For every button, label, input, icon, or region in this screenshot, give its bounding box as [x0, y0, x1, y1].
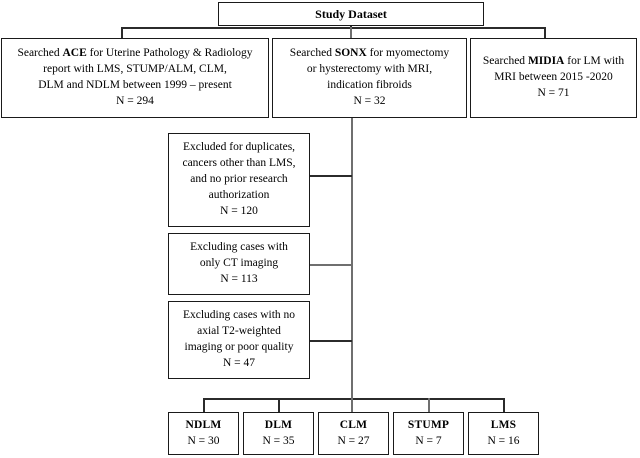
ace-line-2: report with LMS, STUMP/ALM, CLM, — [43, 63, 227, 76]
exclusion-3-line-1: Excluding cases with no — [182, 309, 296, 322]
connector-exclusion-2 — [310, 264, 352, 266]
outcome-ndlm-label: NDLM — [185, 418, 222, 431]
outcome-lms-label: LMS — [490, 418, 517, 431]
midia-line-1: Searched MIDIA for LM with — [482, 55, 625, 68]
study-dataset-box[interactable]: Study Dataset — [218, 2, 484, 26]
outcome-clm-label: CLM — [339, 418, 368, 431]
midia-line-2: MRI between 2015 -2020 — [494, 71, 613, 84]
exclusion-1-line-2: cancers other than LMS, — [182, 157, 296, 170]
outcome-lms-count: N = 16 — [487, 434, 520, 447]
exclusion-3-count: N = 47 — [222, 356, 256, 369]
connector-top-bus — [121, 27, 545, 29]
connector-bus-to-dlm — [278, 398, 280, 412]
sonx-source-box[interactable]: Searched SONX for myomectomy or hysterec… — [272, 38, 467, 118]
outcome-dlm-count: N = 35 — [262, 434, 295, 447]
connector-bus-to-lms — [503, 398, 505, 412]
ace-source-box[interactable]: Searched ACE for Uterine Pathology & Rad… — [1, 38, 269, 118]
ace-count: N = 294 — [116, 94, 154, 107]
connector-exclusion-3 — [310, 340, 352, 342]
connector-outcome-bus — [203, 398, 503, 400]
connector-bus-to-stump — [428, 398, 430, 412]
connector-spine-main — [351, 117, 353, 398]
outcome-clm-box[interactable]: CLM N = 27 — [318, 412, 389, 455]
exclusion-no-axial-t2-box[interactable]: Excluding cases with no axial T2-weighte… — [168, 301, 310, 379]
exclusion-2-line-2: only CT imaging — [199, 257, 279, 270]
exclusion-duplicates-box[interactable]: Excluded for duplicates, cancers other t… — [168, 133, 310, 227]
exclusion-2-count: N = 113 — [220, 272, 258, 285]
exclusion-1-line-1: Excluded for duplicates, — [182, 141, 296, 154]
midia-source-box[interactable]: Searched MIDIA for LM with MRI between 2… — [470, 38, 637, 118]
ace-line-1: Searched ACE for Uterine Pathology & Rad… — [17, 47, 253, 60]
exclusion-1-line-4: authorization — [208, 188, 270, 201]
ace-line-3: DLM and NDLM between 1999 – present — [38, 79, 232, 91]
outcome-stump-label: STUMP — [407, 418, 450, 431]
sonx-count: N = 32 — [353, 94, 386, 107]
connector-bus-to-sonx — [350, 27, 352, 39]
outcome-dlm-label: DLM — [264, 418, 293, 431]
exclusion-1-line-3: and no prior research — [190, 173, 288, 186]
outcome-stump-box[interactable]: STUMP N = 7 — [393, 412, 464, 455]
midia-count: N = 71 — [537, 86, 570, 99]
outcome-lms-box[interactable]: LMS N = 16 — [468, 412, 539, 455]
exclusion-ct-only-box[interactable]: Excluding cases with only CT imaging N =… — [168, 233, 310, 295]
connector-bus-to-ndlm — [203, 398, 205, 412]
exclusion-3-line-3: imaging or poor quality — [184, 341, 294, 353]
outcome-ndlm-box[interactable]: NDLM N = 30 — [168, 412, 239, 455]
outcome-clm-count: N = 27 — [337, 434, 370, 447]
outcome-stump-count: N = 7 — [415, 434, 442, 447]
outcome-ndlm-count: N = 30 — [187, 434, 220, 447]
sonx-line-1: Searched SONX for myomectomy — [289, 47, 450, 60]
outcome-dlm-box[interactable]: DLM N = 35 — [243, 412, 314, 455]
sonx-line-3: indication fibroids — [327, 79, 412, 91]
connector-bus-to-ace — [121, 27, 123, 39]
connector-bus-to-midia — [544, 27, 546, 39]
sonx-line-2: or hysterectomy with MRI, — [306, 63, 433, 76]
connector-exclusion-1 — [310, 175, 352, 177]
exclusion-2-line-1: Excluding cases with — [190, 241, 288, 254]
exclusion-1-count: N = 120 — [220, 204, 258, 217]
connector-bus-to-clm — [351, 398, 353, 412]
study-dataset-label: Study Dataset — [315, 6, 387, 21]
exclusion-3-line-2: axial T2-weighted — [197, 325, 281, 338]
